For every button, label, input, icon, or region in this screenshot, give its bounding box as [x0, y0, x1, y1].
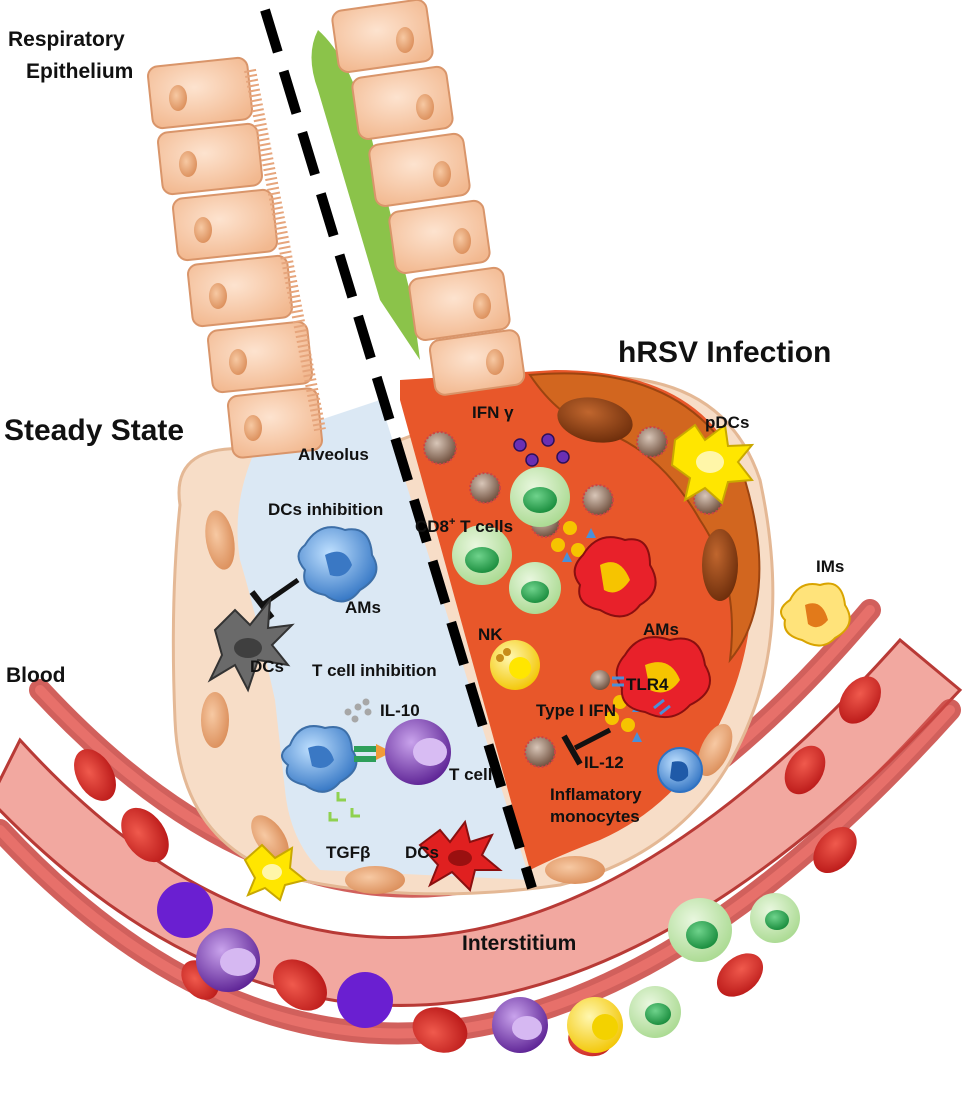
red-blood-cell: [716, 953, 764, 997]
red-blood-cell: [784, 745, 826, 795]
epithelial-nucleus: [557, 397, 633, 443]
rsv-virus: [590, 670, 610, 690]
tlr4-receptor: [612, 676, 624, 687]
rsv-virus: [423, 431, 457, 465]
label-interstitium: Interstitium: [462, 932, 576, 955]
label-alveolus: Alveolus: [298, 445, 369, 464]
label-dcs-inhibition: DCs inhibition: [268, 500, 383, 519]
il12-inhibition-arrow: [573, 727, 612, 751]
il10-molecules: [344, 698, 372, 723]
red-blood-cell: [813, 826, 857, 874]
label-monocytes: monocytes: [550, 807, 640, 826]
label-ims: IMs: [816, 557, 844, 576]
cytokines: [551, 521, 642, 742]
red-blood-cell: [839, 676, 881, 724]
label-blood: Blood: [6, 664, 65, 687]
red-blood-cell: [74, 749, 116, 801]
respiratory-epithelium-right: [311, 0, 526, 396]
label-tgfb: TGFβ: [326, 843, 370, 862]
ifn-gamma-molecules: [513, 433, 570, 467]
receptor-orange: [376, 744, 392, 760]
interstitial-cells: [201, 510, 733, 894]
label-ifn-gamma: IFN γ: [472, 403, 514, 422]
rsv-virus: [524, 736, 556, 768]
divider-dashed-line: [260, 8, 537, 890]
tgfb-molecules: [328, 792, 360, 822]
label-t-cell-inhibition: T cell inhibition: [312, 661, 437, 680]
label-ams-left: AMs: [345, 598, 381, 617]
label-ams-right: AMs: [643, 620, 679, 639]
red-blood-cell: [121, 807, 169, 863]
label-pdcs: pDCs: [705, 413, 749, 432]
label-cd8-t-cells: CD8+ T cells: [415, 516, 513, 536]
label-il12: IL-12: [584, 753, 624, 772]
respiratory-epithelium-left: [147, 56, 326, 459]
rsv-virus: [636, 426, 668, 458]
label-dcs-bottom: DCs: [405, 843, 439, 862]
label-il10: IL-10: [380, 701, 420, 720]
receptor-green: [354, 746, 376, 752]
basophil-cell: [157, 882, 213, 938]
label-nk: NK: [478, 625, 503, 644]
epithelial-nucleus: [702, 529, 738, 601]
red-blood-cell: [273, 959, 327, 1011]
cd8-t-cells: [452, 467, 570, 614]
basophil-cell: [337, 972, 393, 1028]
label-respiratory: Respiratory: [8, 28, 125, 51]
rsv-virus: [469, 472, 501, 504]
label-type-i-ifn: Type I IFN: [536, 701, 616, 720]
dc-inhibition-arrow: [260, 577, 300, 608]
rsv-virus: [582, 484, 614, 516]
red-blood-cell: [412, 1007, 468, 1053]
label-inflammatory: Inflamatory: [550, 785, 642, 804]
mucus-layer: [311, 30, 420, 360]
blood-leukocytes: [157, 882, 800, 1053]
label-dcs-left: DCs: [250, 657, 284, 676]
label-t-cell: T cell: [449, 765, 492, 784]
label-steady-state: Steady State: [4, 414, 184, 447]
label-hrsv-infection: hRSV Infection: [618, 336, 831, 369]
label-epithelium: Epithelium: [26, 60, 133, 83]
label-tlr4: TLR4: [626, 675, 669, 694]
